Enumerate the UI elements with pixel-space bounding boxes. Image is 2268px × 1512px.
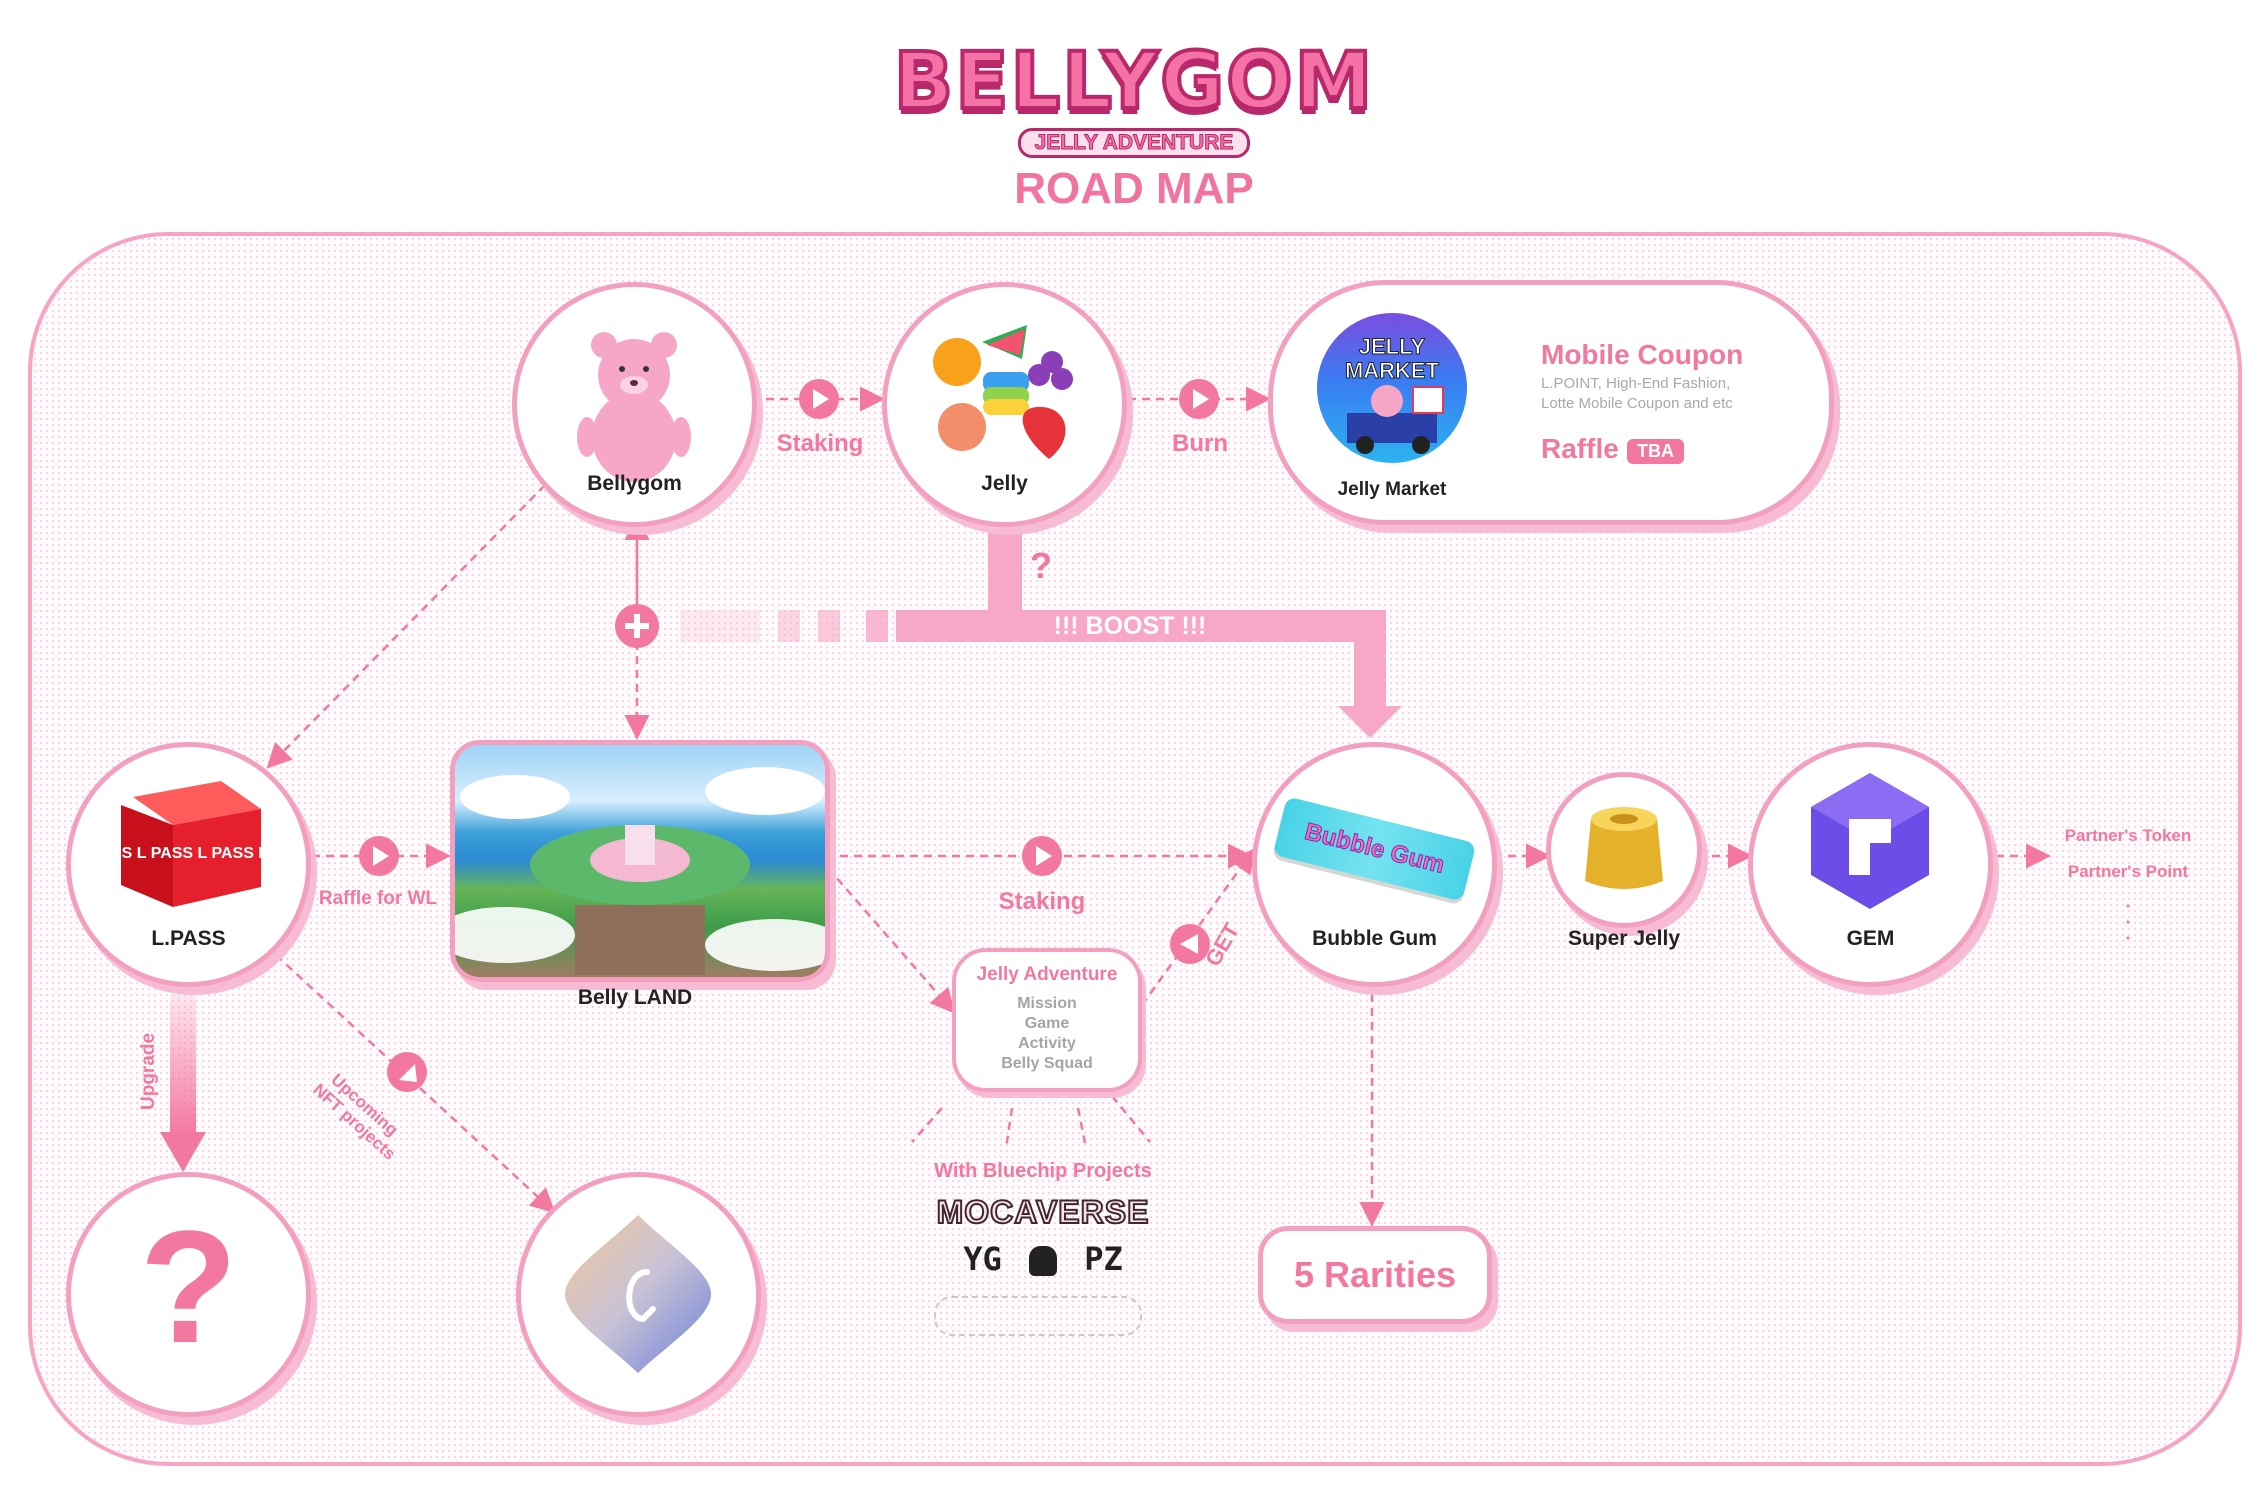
jelly-adventure-belly-squad: Belly Squad: [1001, 1055, 1093, 1072]
header: BELLYGOM JELLY ADVENTURE ROAD MAP: [0, 37, 2268, 214]
jelly-market-label: Jelly Market: [1337, 479, 1447, 500]
jelly-node: Jelly: [882, 282, 1127, 527]
jelly-adventure-activity: Activity: [1018, 1035, 1076, 1052]
mobile-coupon-desc-2: Lotte Mobile Coupon and etc: [1541, 395, 1733, 412]
jelly-market-card: JELLY MARKET Jelly Market Mobile Coupon …: [1268, 280, 1834, 525]
bubble-gum-pack-text: Bubble Gum: [1302, 818, 1448, 880]
partner-placeholder-slot: [934, 1296, 1142, 1336]
raffle-tba-badge: TBA: [1627, 439, 1684, 464]
burn-label: Burn: [1172, 430, 1228, 457]
staking-label-1: Staking: [776, 430, 864, 457]
lpass-cube-text: SS L PASS L PASS L PAS: [111, 845, 271, 862]
belly-land-island-image: [455, 767, 825, 975]
unknown-question-mark: ?: [139, 1197, 238, 1376]
ygpz-left: YG: [963, 1240, 1002, 1278]
super-jelly-gold-icon: [1585, 807, 1663, 889]
bellygom-bear-icon: [577, 332, 691, 482]
bellygom-label: Bellygom: [587, 472, 682, 495]
partners-token: Partner's Token: [2064, 826, 2192, 845]
belly-land-card: [450, 740, 830, 982]
boost-label: !!! BOOST !!!: [1053, 612, 1207, 640]
jelly-adventure-mission: Mission: [1017, 995, 1077, 1012]
upgrade-label: Upgrade: [138, 1032, 159, 1110]
jelly-adventure-title: Jelly Adventure: [976, 964, 1118, 985]
bluechip-heading: With Bluechip Projects: [934, 1160, 1152, 1182]
bubble-gum-node: Bubble Gum Bubble Gum: [1252, 742, 1497, 987]
jelly-adventure-game: Game: [1024, 1015, 1070, 1032]
belly-land-label: Belly LAND: [577, 986, 693, 1009]
page-title: ROAD MAP: [1014, 164, 1254, 213]
super-jelly-node: Super Jelly: [1546, 772, 1702, 950]
bellygom-logo: BELLYGOM: [892, 37, 1375, 127]
gem-hexagon-icon: [1811, 773, 1929, 909]
jelly-market-badge: JELLY MARKET: [1317, 313, 1467, 463]
gem-label: GEM: [1846, 927, 1895, 950]
ygpz-right: PZ: [1084, 1240, 1123, 1278]
partners-point: Partner's Point: [2067, 862, 2189, 881]
mobile-coupon-desc-1: L.POINT, High-End Fashion,: [1541, 375, 1731, 392]
mocaverse-logo: MOCAVERSE: [936, 1193, 1150, 1231]
unknown-upgrade-node: ?: [66, 1172, 311, 1417]
jelly-label: Jelly: [981, 472, 1028, 495]
bubble-gum-pack: Bubble Gum: [1272, 796, 1477, 902]
logo-subtitle: JELLY ADVENTURE: [1017, 128, 1251, 158]
raffle-for-wl-label: Raffle for WL: [318, 888, 438, 909]
lpass-label: L.PASS: [151, 927, 226, 950]
jelly-candies-icon: [933, 325, 1073, 459]
bubble-gum-label: Bubble Gum: [1312, 927, 1437, 950]
truck-bear-icon: [1347, 385, 1444, 454]
lpass-node: SS L PASS L PASS L PAS L.PASS: [66, 742, 311, 987]
bellygom-node: Bellygom: [512, 282, 757, 527]
jelly-adventure-card: Jelly Adventure Mission Game Activity Be…: [952, 948, 1142, 1092]
ygpz-cat-icon: [1029, 1246, 1057, 1276]
staking-label-2: Staking: [998, 888, 1086, 915]
lpass-cube-icon: [121, 781, 261, 907]
jelly-market-logo: JELLY MARKET: [1344, 334, 1440, 383]
upcoming-nft-node: [516, 1172, 761, 1417]
super-jelly-label: Super Jelly: [1567, 927, 1681, 950]
rarities-label: 5 Rarities: [1293, 1254, 1457, 1295]
lotte-nft-crystal-icon: [565, 1215, 711, 1373]
mobile-coupon-title: Mobile Coupon: [1541, 339, 1744, 370]
question-label: ?: [1030, 545, 1052, 586]
rarities-box: 5 Rarities: [1258, 1226, 1492, 1324]
ygpz-logo: YG PZ: [920, 1240, 1166, 1278]
gem-node: GEM: [1748, 742, 1993, 987]
raffle-label: Raffle: [1541, 433, 1619, 464]
